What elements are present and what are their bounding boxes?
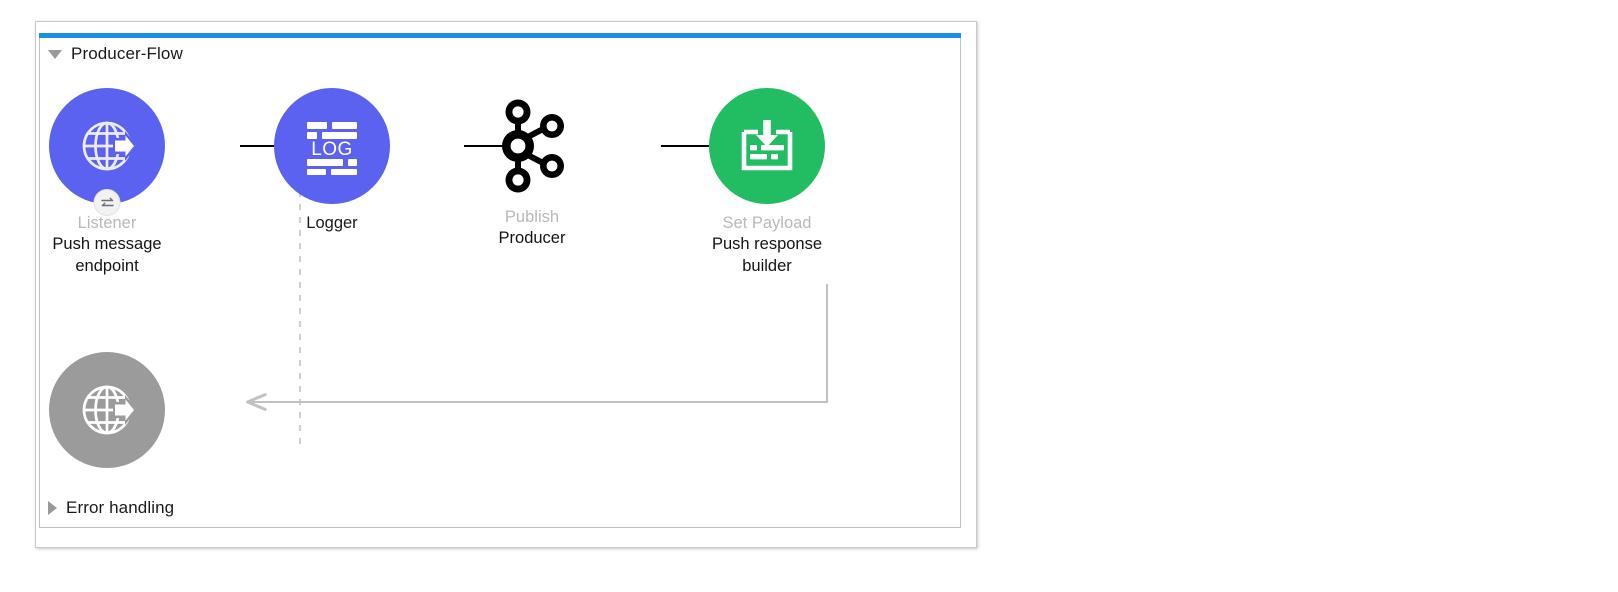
node-name-label: Producer [498,229,566,248]
flow-panel: Producer-Flow [35,21,977,548]
node-labels: Publish Producer [499,207,566,250]
node-type-label: Logger [306,214,358,232]
globe-arrow-icon [82,385,137,435]
node-icon-bubble[interactable] [49,352,165,468]
svg-text:LOG: LOG [311,139,353,160]
node-type-label: Set Payload [722,214,812,232]
triangle-right-icon[interactable] [48,501,57,515]
log-document-icon: LOG [307,122,357,175]
globe-arrow-icon [82,121,137,171]
node-type-label: Publish [504,208,560,226]
node-set-payload[interactable]: Set Payload Push response builder [667,88,867,277]
node-icon-bubble[interactable] [709,88,825,204]
node-labels: Listener Push message endpoint [52,213,161,277]
flow-accent-bar [39,33,961,38]
set-payload-icon [741,120,793,171]
node-logger[interactable]: LOG Logger [232,88,432,234]
connector-set-payload-to-response [248,284,828,402]
triangle-down-icon[interactable] [48,49,62,59]
node-name-label: Push message endpoint [52,235,162,275]
error-handling-label: Error handling [66,498,175,517]
node-icon-bubble[interactable]: LOG [274,88,390,204]
node-name-label: Push response builder [711,235,823,275]
error-handling-section[interactable]: Error handling [48,498,174,518]
node-icon-bubble[interactable] [49,88,165,215]
node-kafka-publish[interactable]: Publish Producer [432,88,632,250]
node-type-label: Listener [77,214,137,232]
node-labels: Logger [306,213,357,234]
flow-name-label: Producer-Flow [71,44,183,63]
node-http-response[interactable] [7,352,207,477]
node-labels: Set Payload Push response builder [712,213,822,277]
flow-header[interactable]: Producer-Flow [48,44,183,64]
kafka-icon [502,99,564,193]
node-icon-bubble[interactable] [474,88,590,204]
node-http-listener[interactable]: Listener Push message endpoint [7,88,207,277]
exchange-arrows-icon [94,190,120,215]
